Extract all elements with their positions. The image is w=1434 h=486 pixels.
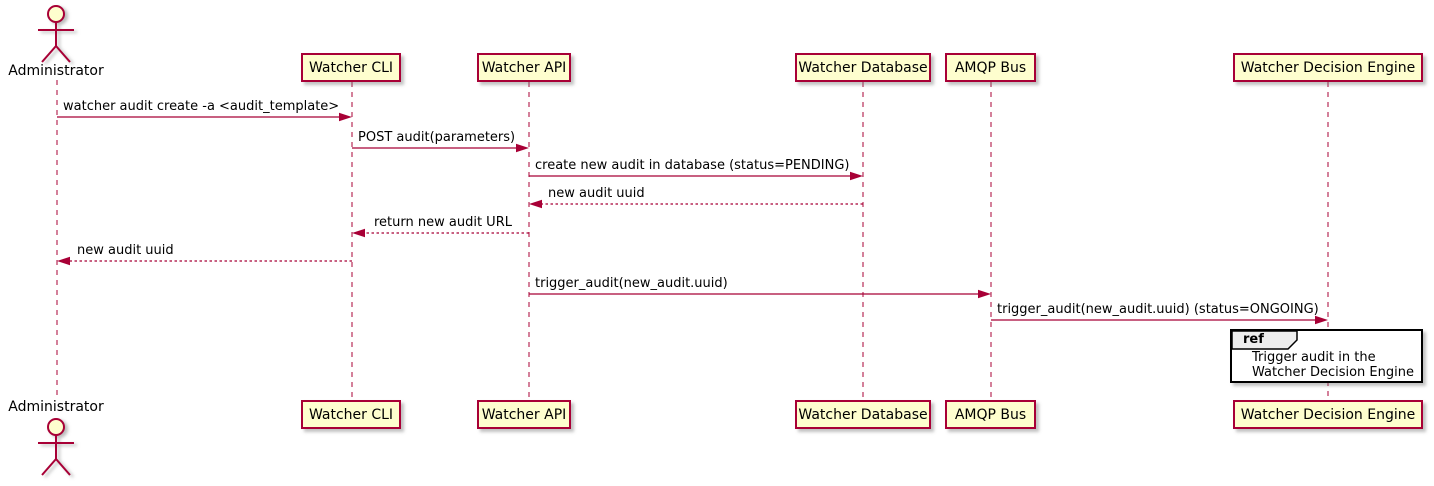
message-arrow-5 <box>352 228 529 238</box>
message-label-6: new audit uuid <box>77 243 174 258</box>
message-label-5: return new audit URL <box>374 215 512 230</box>
participant-box-watcher-decision-engine-top: Watcher Decision Engine <box>1233 53 1423 82</box>
participant-box-watcher-database-bottom: Watcher Database <box>795 400 931 429</box>
ref-keyword: ref <box>1243 332 1264 347</box>
participant-label: AMQP Bus <box>954 406 1027 423</box>
message-arrow-6 <box>57 256 352 266</box>
participant-label: Watcher Decision Engine <box>1240 406 1416 423</box>
participant-box-watcher-api-top: Watcher API <box>477 53 571 82</box>
message-label-7: trigger_audit(new_audit.uuid) <box>535 276 728 291</box>
arrowhead-right <box>339 112 352 122</box>
actor-figure-administrator-bottom <box>38 418 74 476</box>
arrowhead-left <box>57 256 70 266</box>
ref-text-line-2: Watcher Decision Engine <box>1252 365 1414 380</box>
participant-label: Watcher API <box>481 406 567 423</box>
message-arrow-3 <box>529 171 863 181</box>
message-arrow-2 <box>352 143 529 153</box>
actor-head <box>47 5 65 23</box>
message-arrow-7 <box>529 289 991 299</box>
actor-figure-administrator-top <box>38 5 74 63</box>
participant-box-watcher-cli-top: Watcher CLI <box>301 53 401 82</box>
participant-label: Watcher CLI <box>308 59 394 76</box>
message-label-4: new audit uuid <box>548 186 645 201</box>
arrowhead-left <box>529 199 542 209</box>
participant-box-watcher-api-bottom: Watcher API <box>477 400 571 429</box>
participant-label: Watcher Decision Engine <box>1240 59 1416 76</box>
arrowhead-right <box>850 171 863 181</box>
actor-label-administrator-top: Administrator <box>8 63 104 79</box>
message-arrow-8 <box>991 315 1328 325</box>
arrowhead-right <box>516 143 529 153</box>
participant-label: Watcher Database <box>798 59 928 76</box>
participant-box-watcher-decision-engine-bottom: Watcher Decision Engine <box>1233 400 1423 429</box>
participant-label: Watcher Database <box>798 406 928 423</box>
arrowhead-right <box>978 289 991 299</box>
participant-box-watcher-cli-bottom: Watcher CLI <box>301 400 401 429</box>
message-arrow-4 <box>529 199 863 209</box>
message-label-1: watcher audit create -a <audit_template> <box>63 99 340 114</box>
participant-label: AMQP Bus <box>954 59 1027 76</box>
participant-label: Watcher CLI <box>308 406 394 423</box>
message-label-2: POST audit(parameters) <box>358 130 516 145</box>
message-label-8: trigger_audit(new_audit.uuid) (status=ON… <box>997 302 1319 317</box>
arrowhead-left <box>352 228 365 238</box>
participant-box-amqp-bus-bottom: AMQP Bus <box>945 400 1036 429</box>
ref-text-line-1: Trigger audit in the <box>1252 350 1376 365</box>
ref-tab-shape <box>1232 331 1298 350</box>
actor-head <box>47 418 65 436</box>
ref-fragment: ref Trigger audit in the Watcher Decisio… <box>1230 329 1423 383</box>
message-label-3: create new audit in database (status=PEN… <box>535 158 850 173</box>
message-arrow-1 <box>57 112 352 122</box>
participant-box-watcher-database-top: Watcher Database <box>795 53 931 82</box>
actor-label-administrator-bottom: Administrator <box>8 399 104 415</box>
participant-label: Watcher API <box>481 59 567 76</box>
participant-box-amqp-bus-top: AMQP Bus <box>945 53 1036 82</box>
arrowhead-right <box>1315 315 1328 325</box>
